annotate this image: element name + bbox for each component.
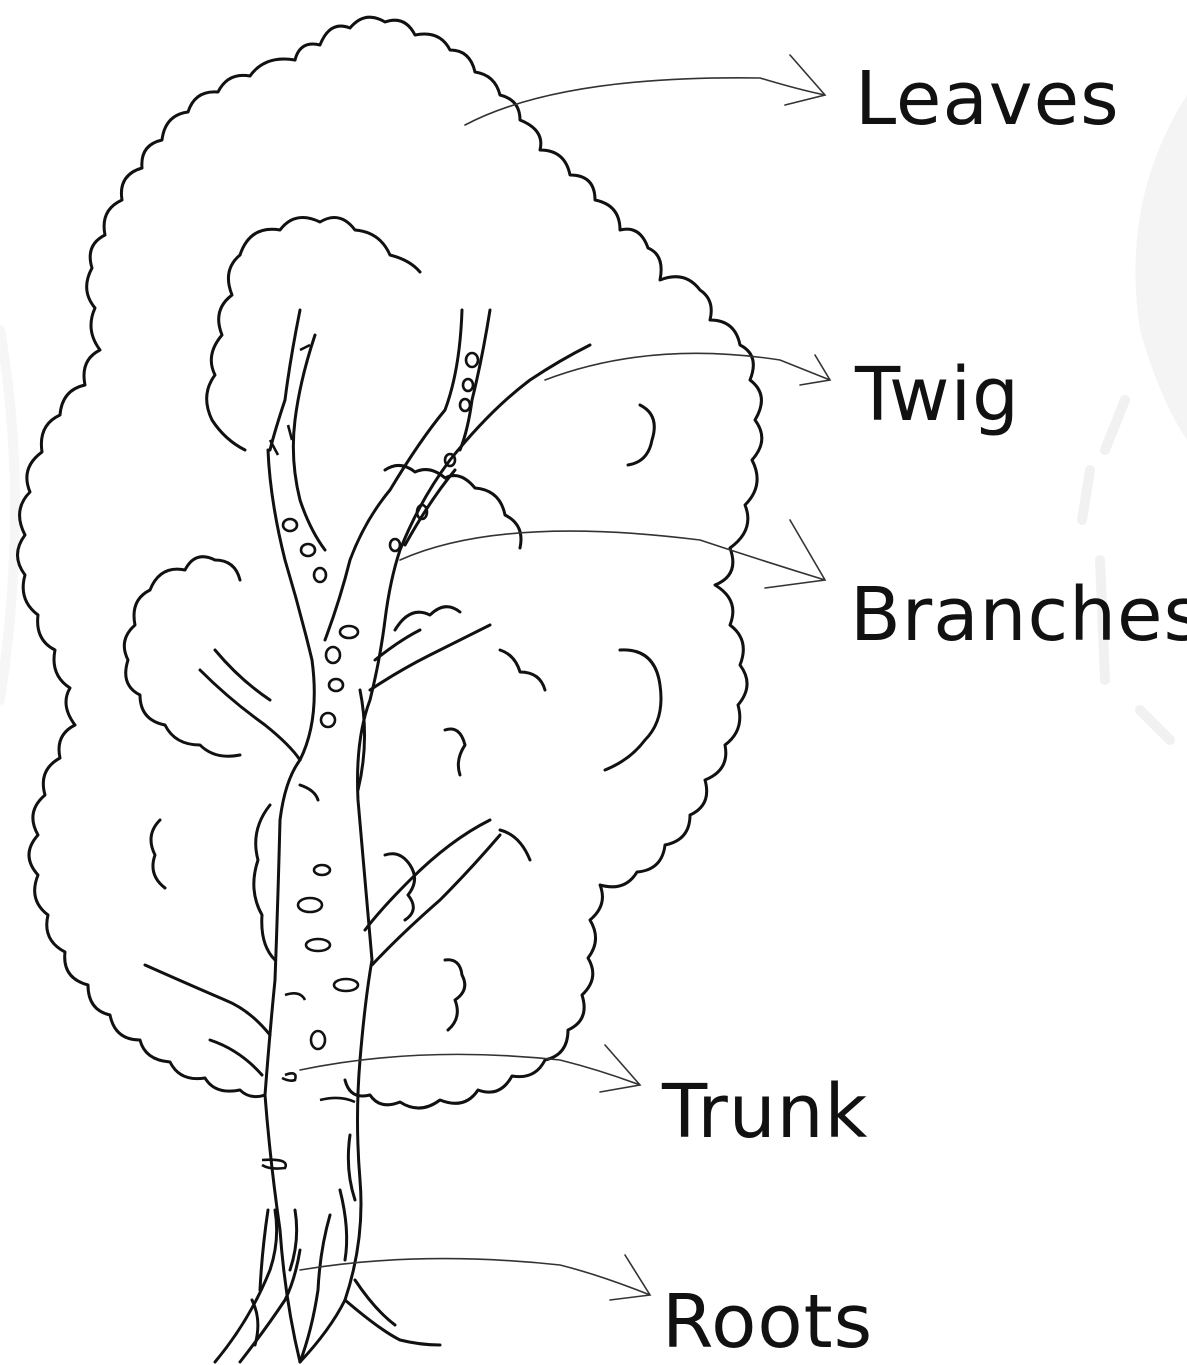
tree-canopy: [18, 17, 762, 1108]
label-trunk: Trunk: [662, 1075, 868, 1149]
label-roots: Roots: [662, 1285, 873, 1359]
pointer-branches: [400, 520, 825, 588]
pointer-twig: [545, 353, 830, 385]
label-branches: Branches: [850, 578, 1187, 652]
pointer-trunk: [300, 1045, 640, 1092]
label-twig: Twig: [855, 358, 1020, 432]
label-leaves: Leaves: [855, 62, 1120, 136]
tree-trunk-and-branches: [145, 310, 590, 1362]
